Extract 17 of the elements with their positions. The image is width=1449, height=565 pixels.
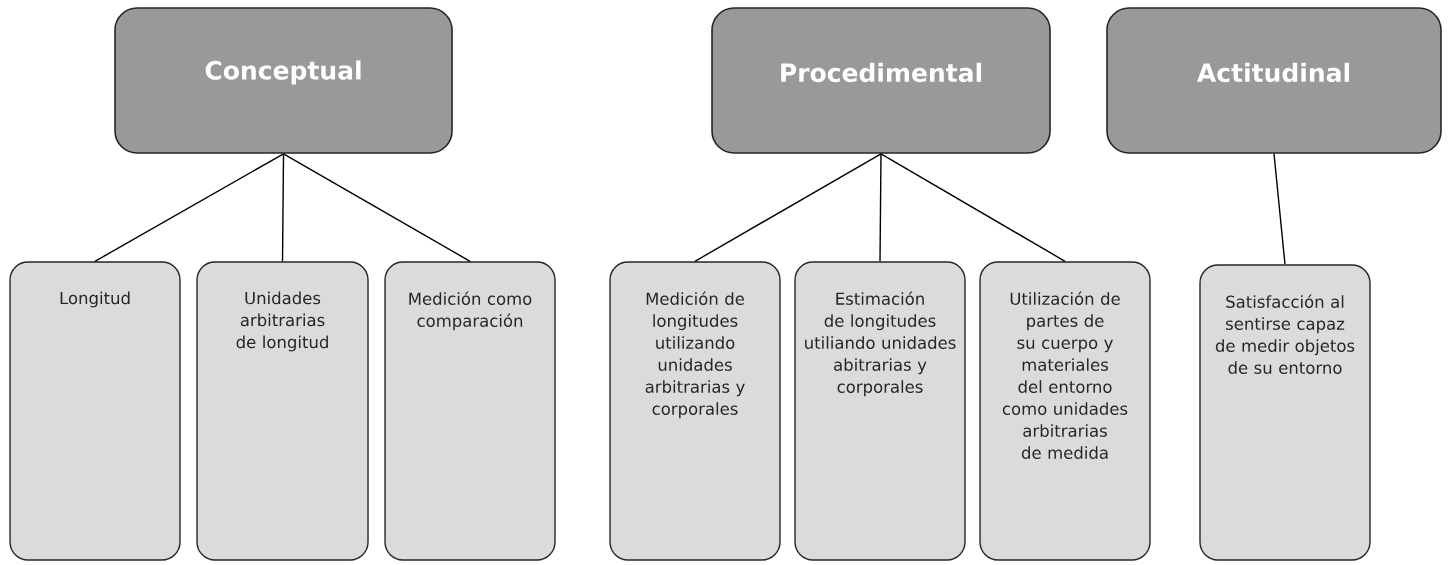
connector-line <box>694 153 882 262</box>
content-box: Longitud <box>9 261 181 561</box>
content-box: Estimación de longitudes utiliando unidades abitrarias y corporales <box>794 261 966 561</box>
content-box: Medición de longitudes utilizando unidades arbitrarias y corporales <box>609 261 781 561</box>
category-box: Conceptual <box>114 7 453 154</box>
content-box: Satisfacción al sentirse capaz de medir objetos de su entorno <box>1199 264 1371 561</box>
connector-line <box>281 153 285 262</box>
content-box: Utilización de partes de su cuerpo y materiales del entorno como unidades arbitrarias de medida <box>979 261 1151 561</box>
connector-line <box>880 153 1066 262</box>
connector-line <box>879 153 882 262</box>
connector-line <box>1273 153 1286 265</box>
category-box: Actitudinal <box>1106 7 1442 154</box>
content-box: Medición como comparación <box>384 261 556 561</box>
connector-line <box>282 153 471 262</box>
content-box: Unidades arbitrarias de longitud <box>196 261 369 561</box>
category-box: Procedimental <box>711 7 1051 154</box>
connector-line <box>94 153 285 262</box>
